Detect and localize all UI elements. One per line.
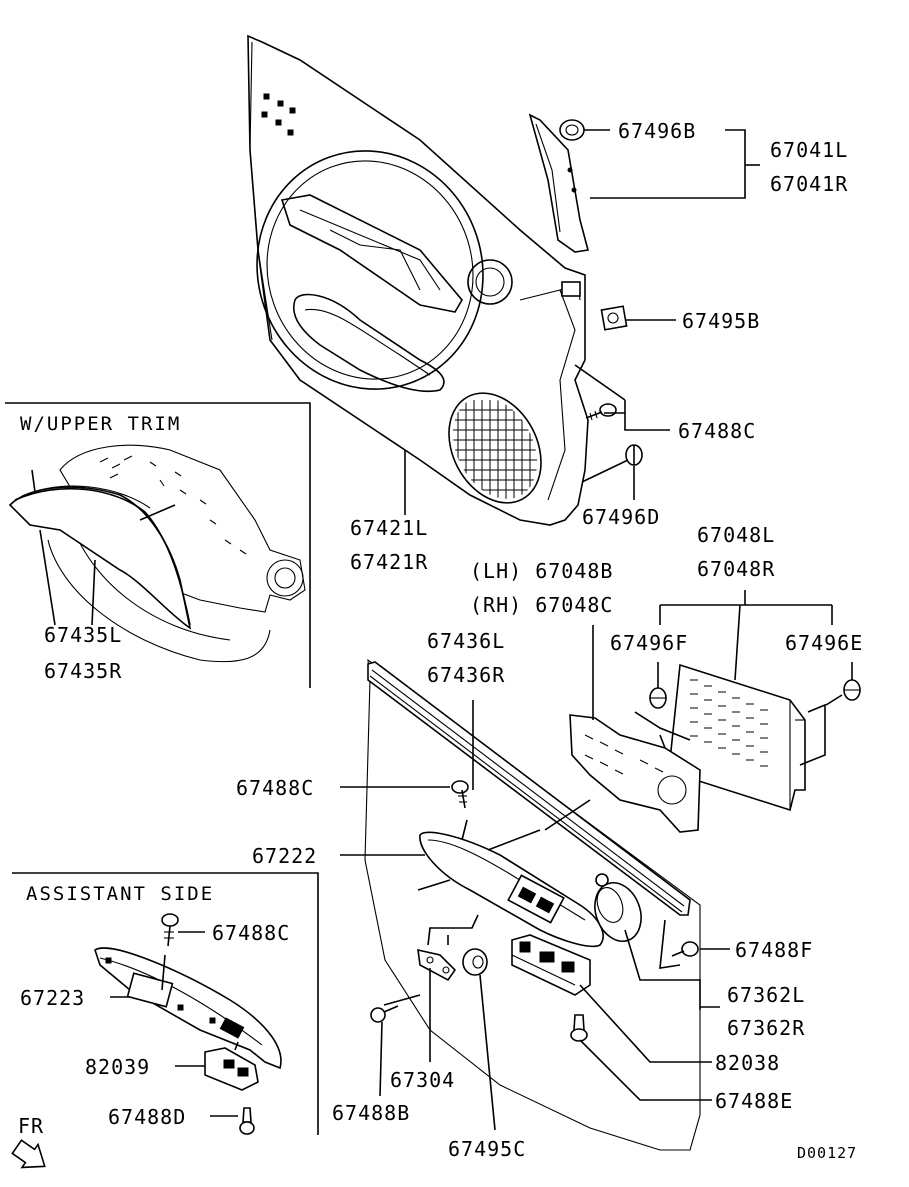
inset-assistant-side (12, 872, 319, 1135)
screw-67488C-top (585, 403, 617, 421)
label-67304: 67304 (390, 1068, 455, 1092)
screw-67488C-mid (451, 780, 469, 809)
clip-67495C (462, 948, 488, 976)
delta-cover (528, 113, 590, 253)
label-67041R: 67041R (770, 172, 848, 196)
trim-marks (99, 455, 247, 555)
label-67435L: 67435L (44, 623, 122, 647)
label-67421L: 67421L (350, 516, 428, 540)
label-67496E: 67496E (785, 631, 863, 655)
bracket-67048B (569, 714, 701, 833)
front-direction-label: FR (18, 1114, 44, 1138)
switch-82038 (511, 934, 591, 996)
leader-lines-lower (340, 700, 730, 1131)
bracket-67304 (417, 948, 457, 982)
clip-67496B (559, 119, 585, 141)
label-67048B: (LH) 67048B (470, 559, 613, 583)
clip-holes (261, 93, 296, 136)
screw-67488E (570, 1014, 588, 1042)
screw-67488F (671, 941, 699, 957)
label-67223: 67223 (20, 986, 85, 1010)
bracket-holes (690, 679, 768, 767)
inset-upper-trim (5, 402, 311, 688)
label-67495C: 67495C (448, 1137, 526, 1161)
label-67488E: 67488E (715, 1089, 793, 1113)
label-67488C-assistant: 67488C (212, 921, 290, 945)
label-82039: 82039 (85, 1055, 150, 1079)
label-67362R: 67362R (727, 1016, 805, 1040)
door-trim-panel (247, 34, 589, 526)
label-67488C-top: 67488C (678, 419, 756, 443)
leader-lines-top (404, 129, 760, 515)
label-67496D: 67496D (582, 505, 660, 529)
inset-title-upper-trim: W/UPPER TRIM (20, 413, 181, 435)
label-67436L: 67436L (427, 629, 505, 653)
leader-lines-bracket (592, 590, 853, 766)
clip-67496E (843, 679, 861, 701)
label-67222: 67222 (252, 844, 317, 868)
label-67048R: 67048R (697, 557, 775, 581)
label-67496B: 67496B (618, 119, 696, 143)
label-67048L: 67048L (697, 523, 775, 547)
front-direction-arrow (11, 1139, 46, 1169)
clip-67495B (600, 305, 628, 331)
label-67436R: 67436R (427, 663, 505, 687)
inset-title-assistant-side: ASSISTANT SIDE (26, 883, 214, 905)
label-67362L: 67362L (727, 983, 805, 1007)
door-lower-outline (364, 658, 701, 1151)
label-67496F: 67496F (610, 631, 688, 655)
weatherstrip-67436 (367, 661, 691, 916)
screw-67488B (370, 1005, 399, 1023)
label-67435R: 67435R (44, 659, 122, 683)
label-67488B: 67488B (332, 1101, 410, 1125)
label-67421R: 67421R (350, 550, 428, 574)
label-82038: 82038 (715, 1051, 780, 1075)
clip-67496D (625, 444, 643, 466)
label-67488F: 67488F (735, 938, 813, 962)
label-67488D: 67488D (108, 1105, 186, 1129)
label-67041L: 67041L (770, 138, 848, 162)
label-67048C: (RH) 67048C (470, 593, 613, 617)
callout-labels: 67496B 67041L 67041R 67495B 67488C 67496… (18, 119, 863, 1162)
label-67495B: 67495B (682, 309, 760, 333)
diagram-code: D00127 (797, 1144, 857, 1162)
inside-handle-67362 (594, 873, 642, 942)
armrest-67222 (419, 831, 604, 948)
label-67488C-mid: 67488C (236, 776, 314, 800)
clip-67496F (649, 687, 667, 709)
